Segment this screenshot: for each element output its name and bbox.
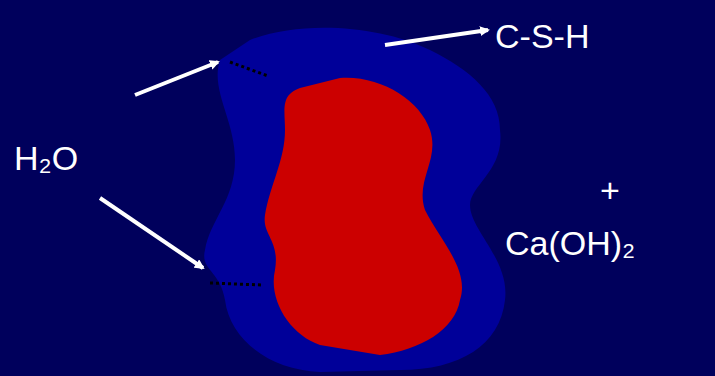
- hydrate-shell: [204, 28, 505, 372]
- product-label: C-S-H: [495, 18, 589, 55]
- diffusion-path: [230, 62, 268, 76]
- diffusion-path: [210, 283, 262, 285]
- water-arrow: [100, 198, 203, 268]
- unhydrated-core: [265, 78, 462, 355]
- product-label: Ca(OH)₂: [505, 225, 635, 262]
- plus-sign: +: [600, 172, 620, 209]
- product-arrow: [385, 30, 488, 45]
- reactant-label: H₂O: [14, 140, 78, 177]
- water-arrow: [135, 62, 218, 95]
